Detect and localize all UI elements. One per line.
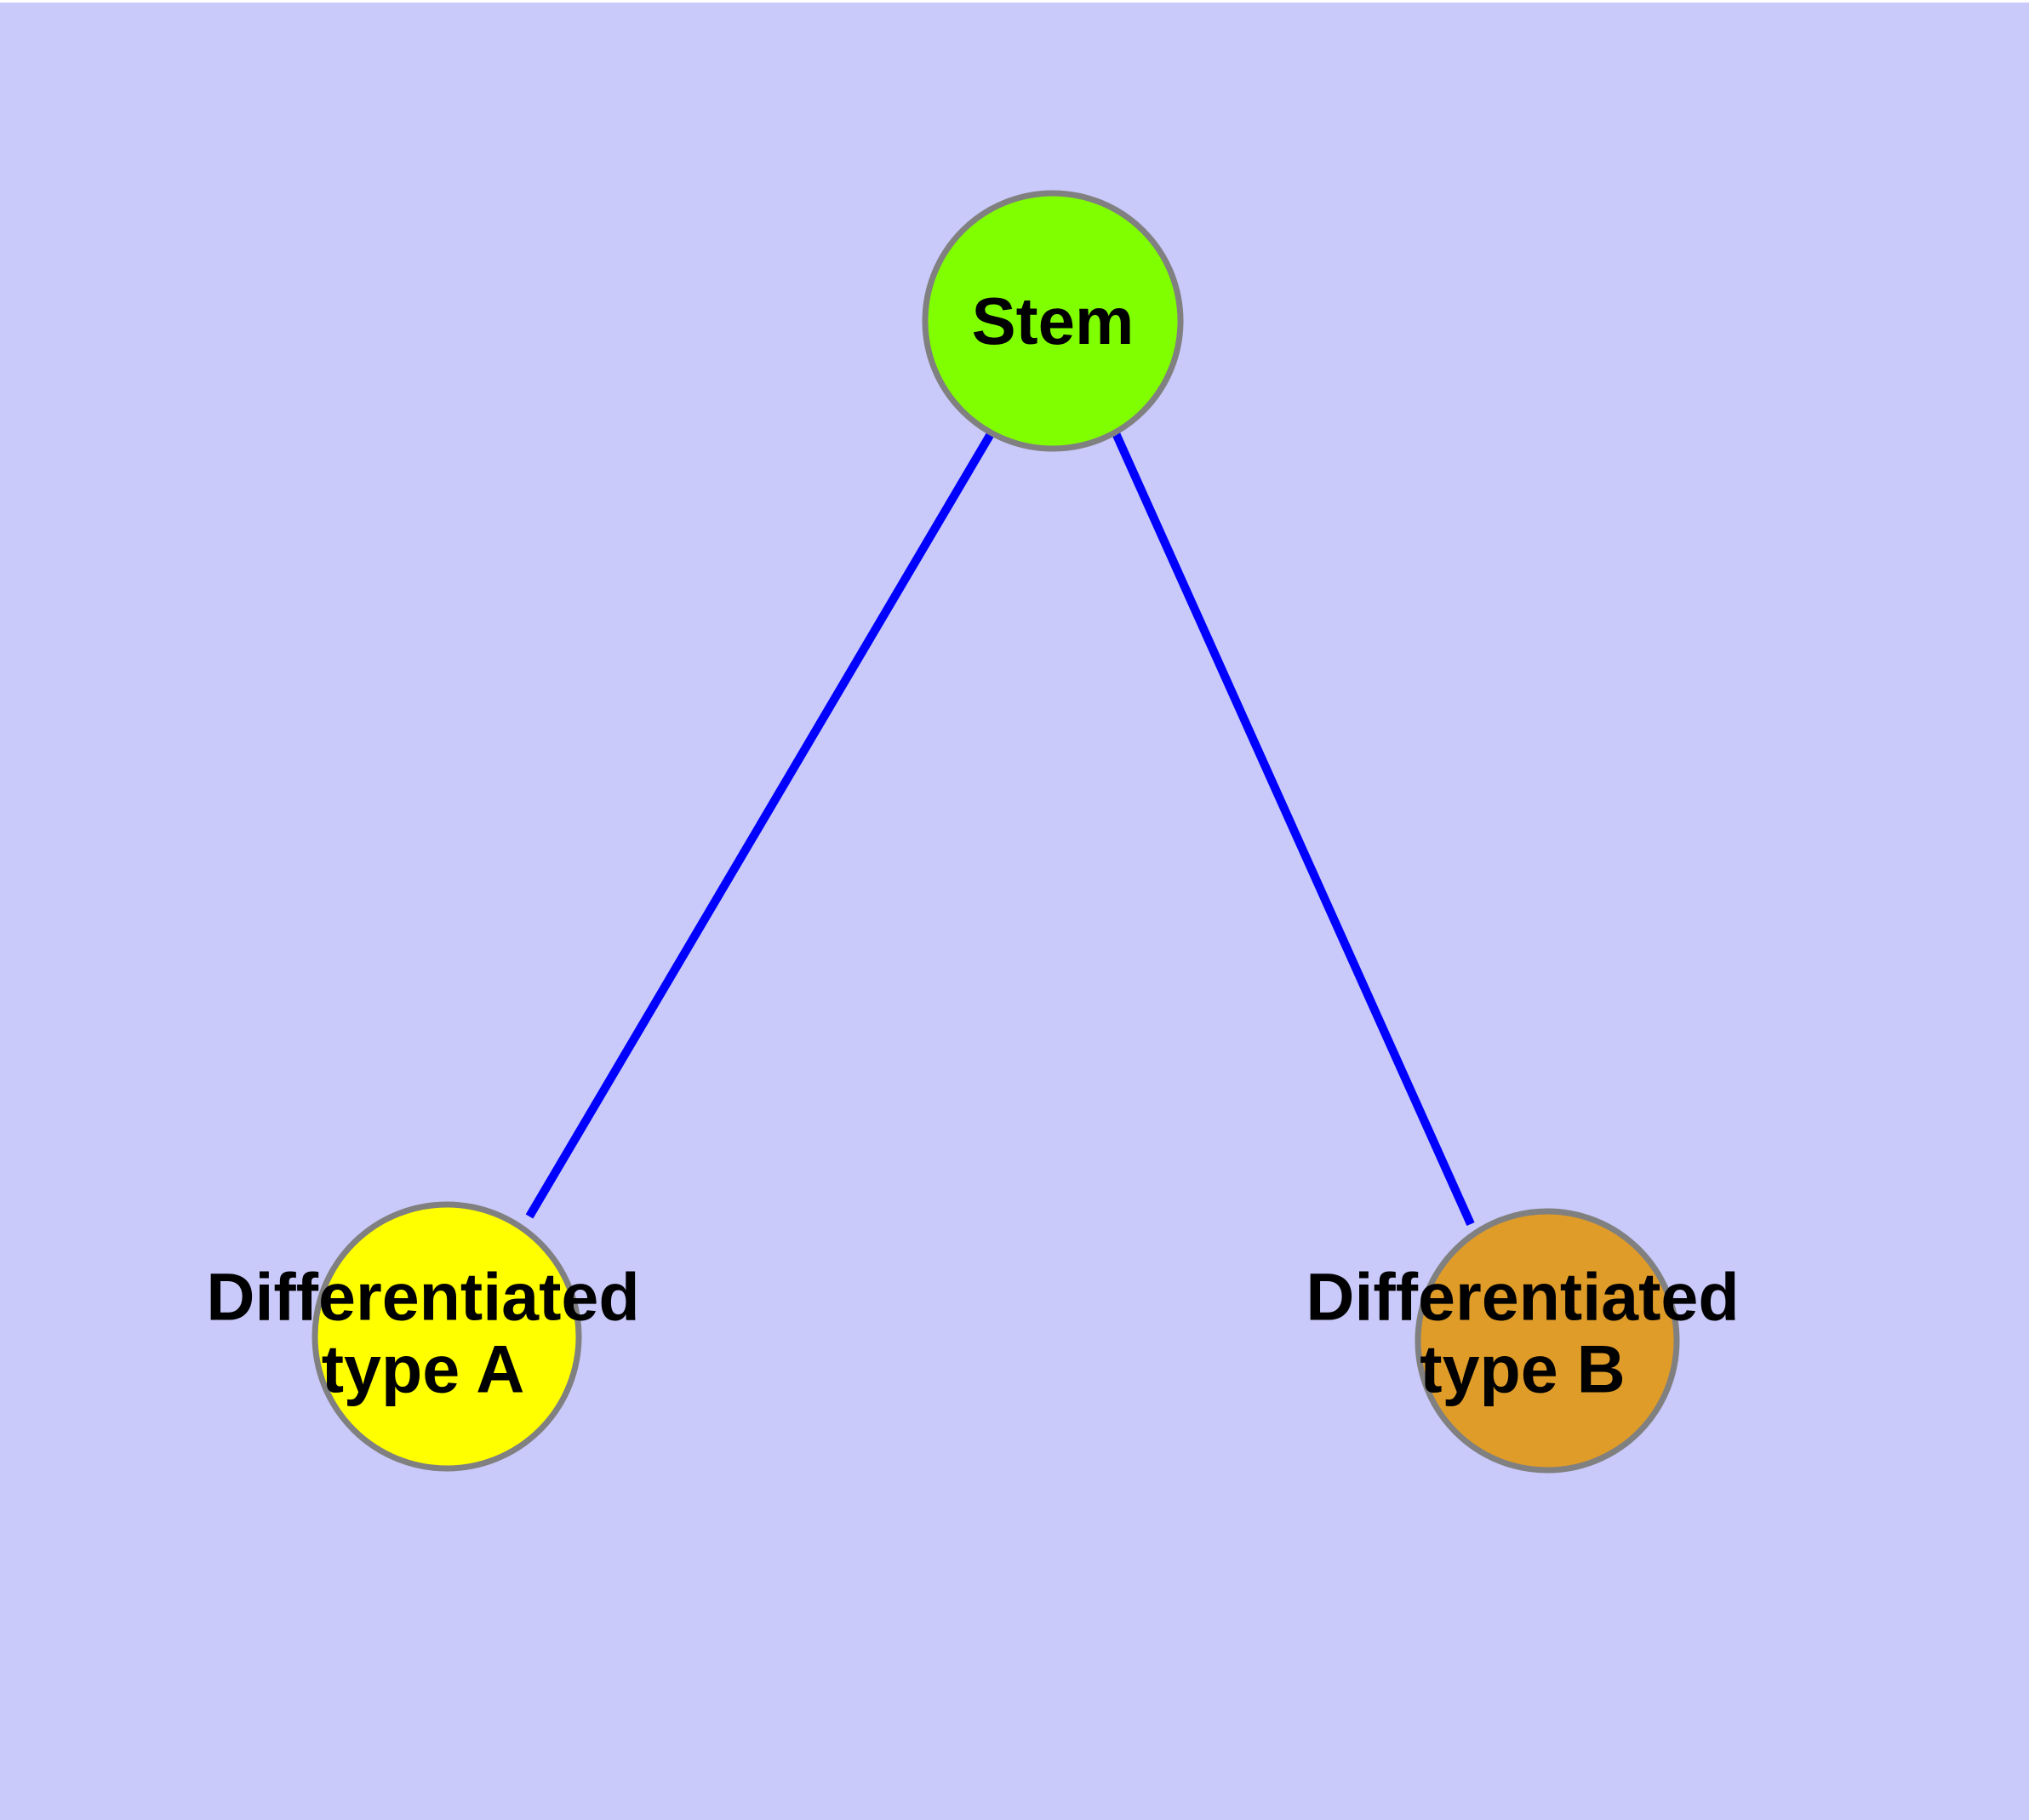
node-differentiated-type-a[interactable] — [311, 1201, 582, 1472]
node-stem[interactable] — [922, 190, 1184, 452]
edge-layer — [525, 430, 1475, 1227]
edge-stem-to-diff-b[interactable] — [1112, 431, 1475, 1227]
node-differentiated-type-b[interactable] — [1415, 1208, 1680, 1474]
node-layer — [311, 190, 1680, 1474]
edge-stem-to-diff-a[interactable] — [525, 430, 996, 1219]
